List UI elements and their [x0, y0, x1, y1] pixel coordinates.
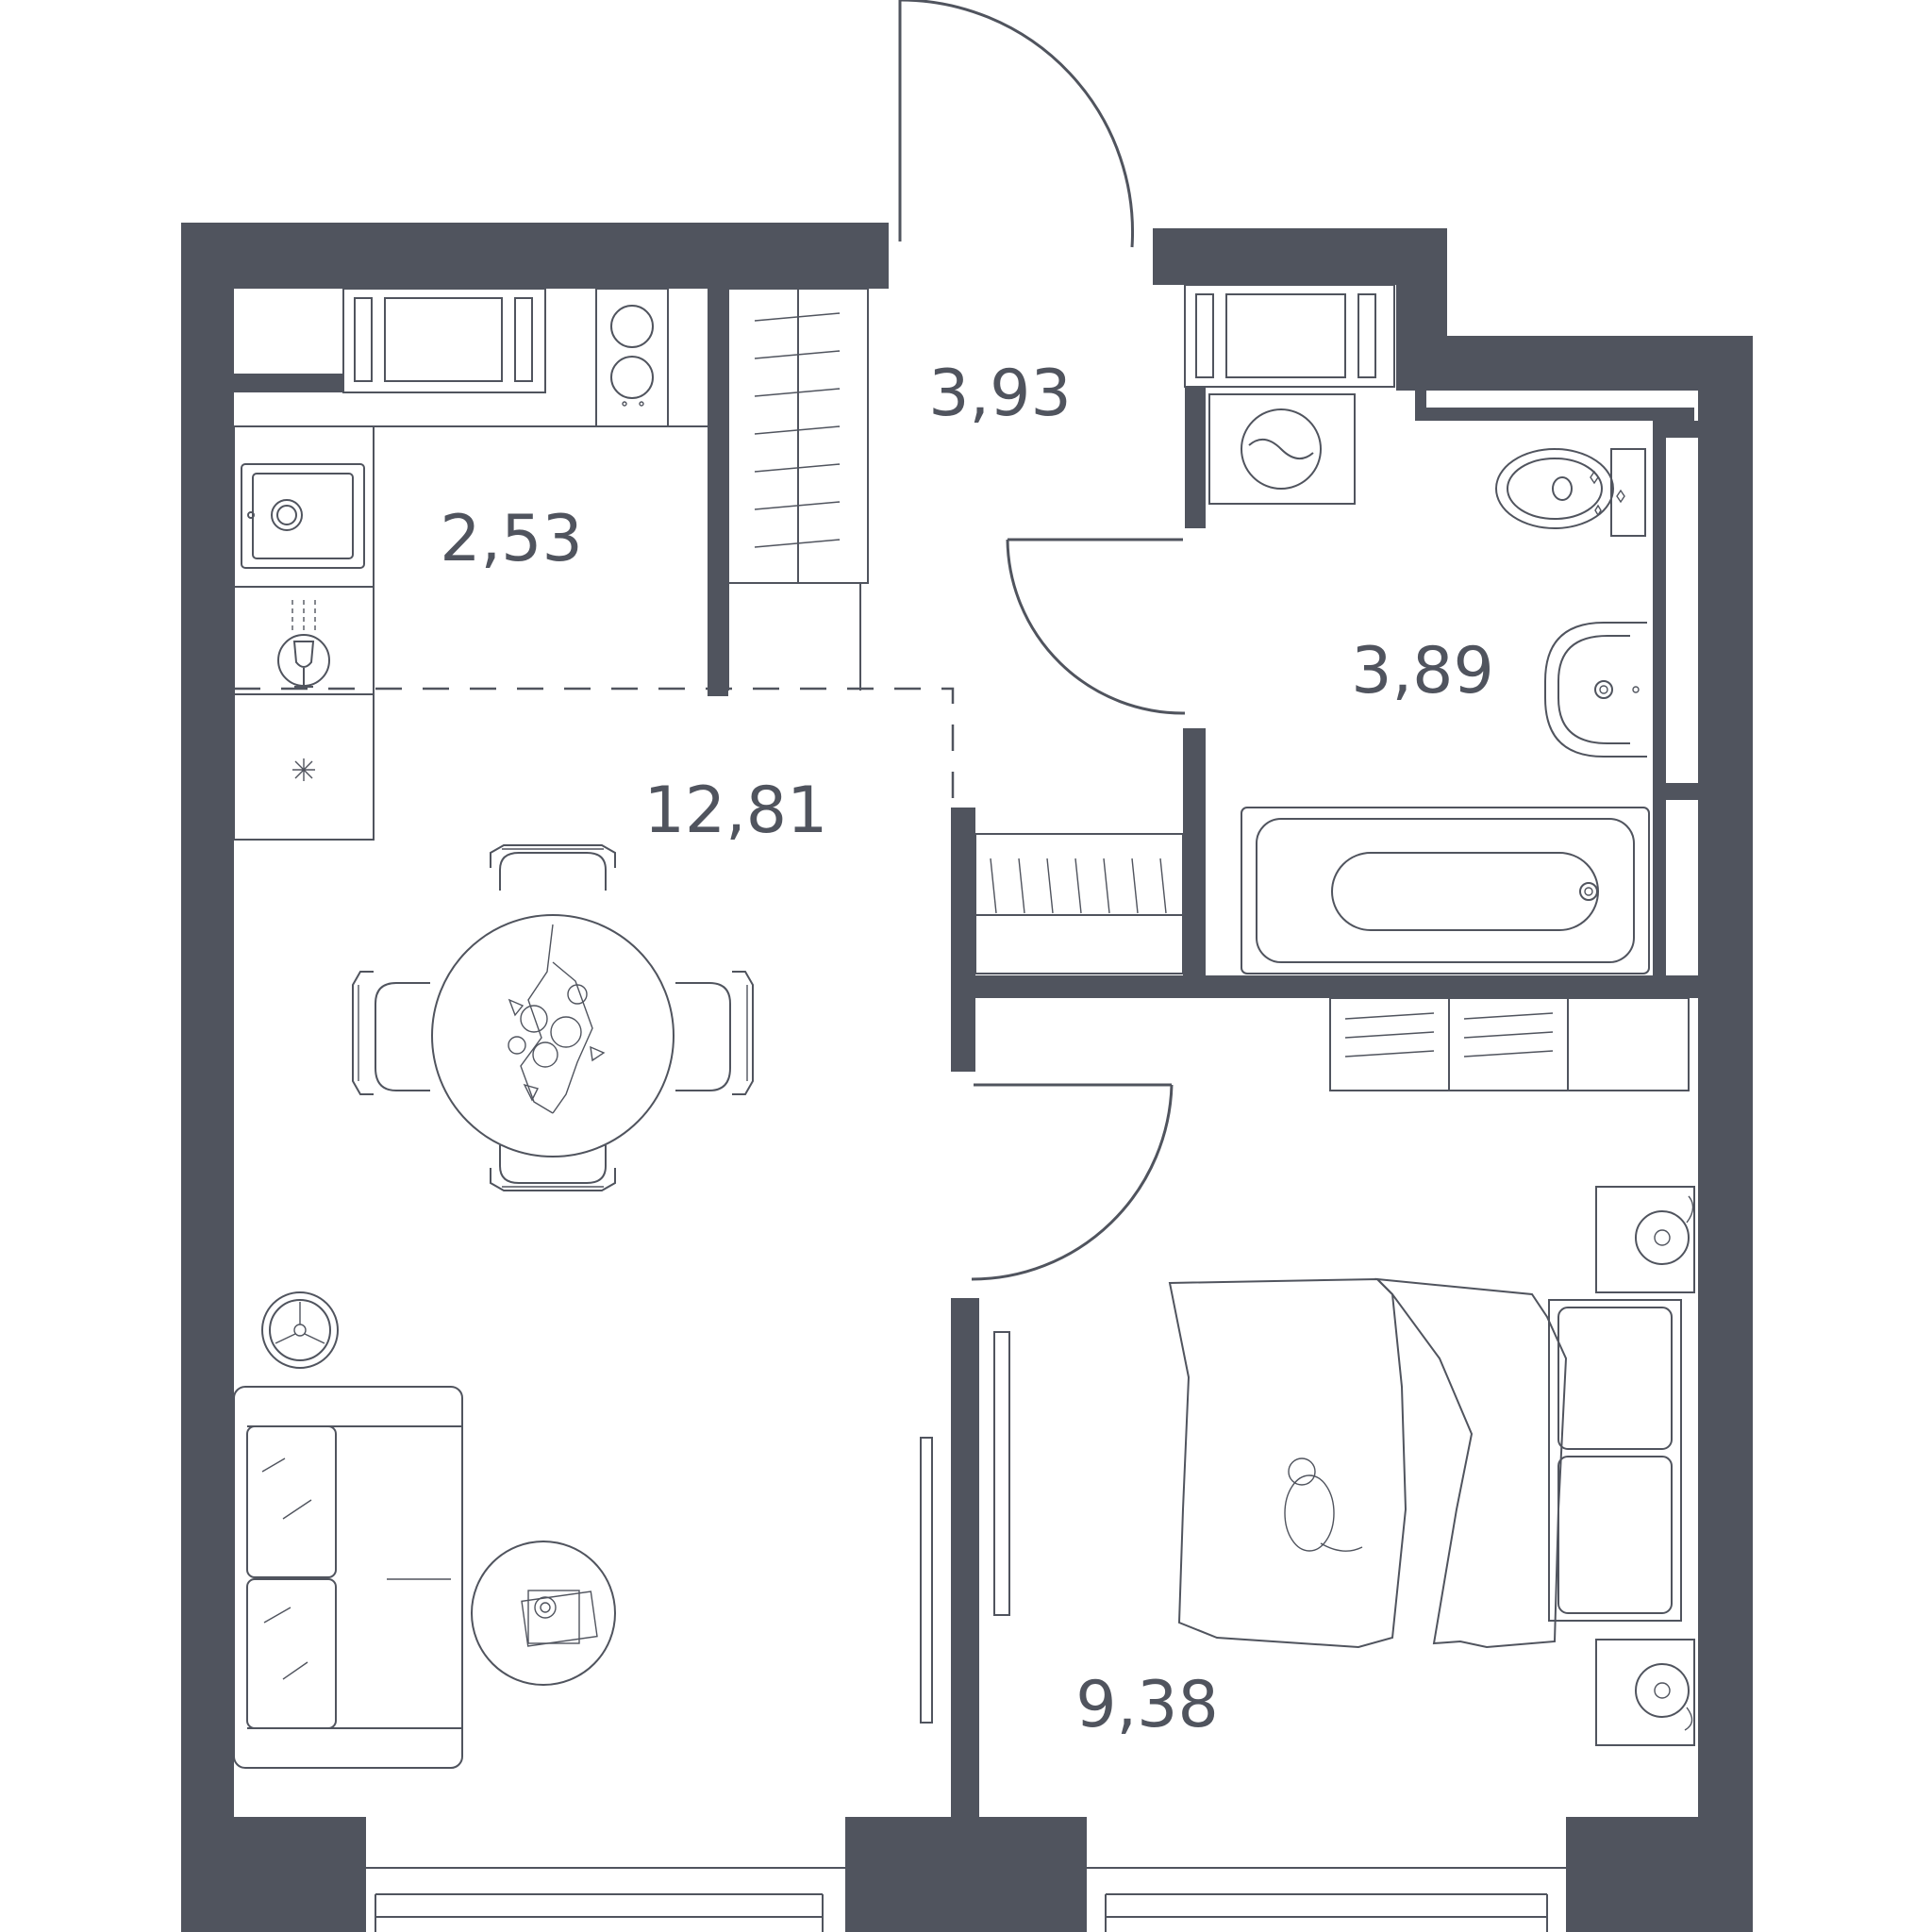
dining-table [431, 914, 675, 1158]
wall-bathroom-bottom [951, 975, 1698, 998]
flower-bouquet-icon [508, 924, 606, 1114]
doors [898, 0, 1186, 1281]
area-labels: 2,53 3,93 3,89 12,81 9,38 [440, 357, 1493, 1742]
wall-outer-right [1698, 336, 1753, 1932]
area-label-kitchen: 2,53 [440, 502, 582, 576]
cat-icon [1284, 1457, 1363, 1552]
wall-outer-left [181, 223, 234, 1932]
kitchen-zone-divider [234, 687, 955, 802]
dining-chair-right [675, 971, 754, 1095]
bathroom-fixtures [1208, 393, 1650, 974]
window-bathroom [1184, 284, 1395, 388]
wall-bathroom-notch-top [1415, 408, 1694, 421]
dining-chair-bottom [490, 1145, 616, 1191]
sink-icon [241, 463, 365, 569]
wall-outer-top-step [1396, 228, 1447, 341]
dining-chair-left [352, 971, 430, 1095]
living-wardrobe [974, 833, 1184, 974]
wall-outer-top-left [181, 223, 889, 289]
area-label-bathroom: 3,89 [1351, 634, 1493, 708]
wall-bottom-left-pier [181, 1817, 366, 1932]
sofa-icon [233, 1386, 463, 1769]
wall-bottom-right-pier [1566, 1817, 1753, 1932]
bathroom-door [1006, 538, 1186, 715]
wall-kitchen-partition [708, 289, 728, 696]
washing-machine-icon [1208, 393, 1356, 505]
area-label-living-room: 12,81 [644, 774, 828, 848]
wall-living-bedroom [951, 1298, 979, 1932]
nightstand-bottom [1595, 1639, 1695, 1746]
dining-chair-top [490, 844, 616, 891]
kitchen-furniture [233, 288, 708, 841]
fridge-icon [292, 758, 315, 781]
bedroom-furniture [920, 997, 1695, 1746]
washbasin-icon [1544, 622, 1647, 758]
windows [342, 284, 1566, 1932]
coffee-table-icon [471, 1541, 616, 1686]
bed-icon [1168, 1277, 1682, 1649]
nightstand-top [1595, 1186, 1695, 1293]
tv-stand-icon [920, 1331, 1010, 1724]
wall-bathroom-upper [1185, 387, 1206, 528]
entrance-door [898, 0, 1135, 248]
bathtub-icon [1241, 807, 1650, 974]
wall-outer-top-right [1396, 336, 1753, 391]
toilet-icon [1495, 448, 1646, 537]
dining-set [352, 844, 754, 1191]
floor-lamp-icon [261, 1291, 339, 1369]
window-kitchen [342, 288, 546, 393]
wall-bathroom-lower [1183, 728, 1206, 975]
wall-hall-upper [951, 808, 975, 1072]
walls [181, 223, 1753, 1932]
wall-kitchen-shelf [234, 374, 343, 392]
lounge [233, 1291, 616, 1769]
bedroom-door [971, 1083, 1174, 1281]
window-living-room [366, 1867, 845, 1932]
hall-wardrobe [727, 288, 869, 691]
kitchen-counter [233, 425, 375, 841]
wall-bathroom-shaft-right [1653, 421, 1666, 975]
area-label-bedroom: 9,38 [1075, 1668, 1218, 1742]
dishwasher-icon [277, 600, 330, 688]
wall-bathroom-shaft-mid [1653, 783, 1698, 800]
bedroom-closet [1329, 997, 1690, 1091]
window-bedroom [1087, 1867, 1566, 1932]
cooktop-icon [595, 288, 669, 427]
area-label-hallway: 3,93 [928, 357, 1071, 431]
